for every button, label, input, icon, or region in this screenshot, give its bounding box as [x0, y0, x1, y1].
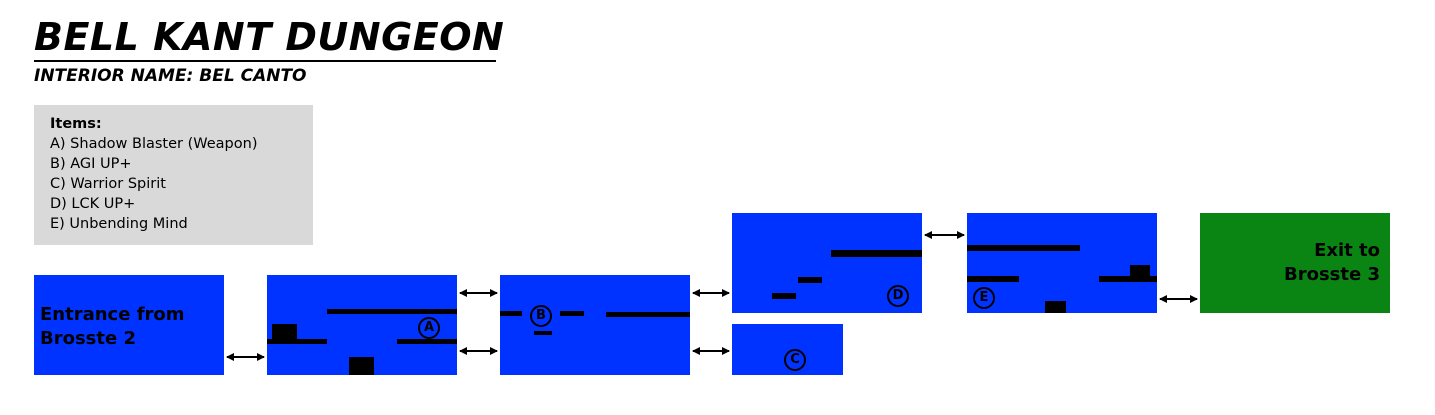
room-exit: Exit to Brosste 3 — [1200, 213, 1390, 313]
platform — [560, 311, 584, 316]
room-d: D — [732, 213, 922, 313]
room-c: C — [732, 324, 843, 375]
platform — [967, 276, 1019, 282]
platform — [831, 250, 922, 257]
legend-item-c: C) Warrior Spirit — [50, 176, 166, 192]
exit-label-line2: Brosste 3 — [1284, 264, 1380, 285]
platform — [500, 311, 522, 316]
room-e: E — [967, 213, 1157, 313]
block — [272, 324, 297, 341]
item-marker-a: A — [418, 317, 440, 339]
title-underline — [34, 60, 496, 62]
items-legend: Items: A) Shadow Blaster (Weapon) B) AGI… — [34, 105, 313, 245]
legend-item-e: E) Unbending Mind — [50, 216, 188, 232]
platform — [397, 339, 457, 344]
platform — [967, 245, 1080, 251]
platform — [798, 277, 822, 283]
map-title: BELL KANT DUNGEON — [34, 15, 505, 59]
platform — [606, 312, 690, 317]
entrance-label-line1: Entrance from — [40, 304, 185, 325]
legend-item-d: D) LCK UP+ — [50, 196, 136, 212]
room-b: B — [500, 275, 690, 375]
entrance-label-line2: Brosste 2 — [40, 328, 136, 349]
exit-label-line1: Exit to — [1314, 240, 1380, 261]
item-marker-c: C — [784, 349, 806, 371]
platform — [1099, 276, 1157, 282]
legend-heading: Items: — [50, 116, 102, 132]
room-a: A — [267, 275, 457, 375]
platform — [772, 293, 796, 299]
platform — [267, 339, 327, 344]
item-marker-e: E — [973, 287, 995, 309]
block — [1045, 301, 1066, 313]
legend-item-b: B) AGI UP+ — [50, 156, 132, 172]
legend-item-a: A) Shadow Blaster (Weapon) — [50, 136, 258, 152]
item-marker-b: B — [530, 305, 552, 327]
room-entrance: Entrance from Brosste 2 — [34, 275, 224, 375]
block — [349, 357, 374, 375]
platform — [534, 331, 552, 335]
item-marker-d: D — [887, 285, 909, 307]
block — [1130, 265, 1150, 277]
platform — [327, 309, 457, 314]
map-subtitle: INTERIOR NAME: BEL CANTO — [34, 66, 307, 86]
